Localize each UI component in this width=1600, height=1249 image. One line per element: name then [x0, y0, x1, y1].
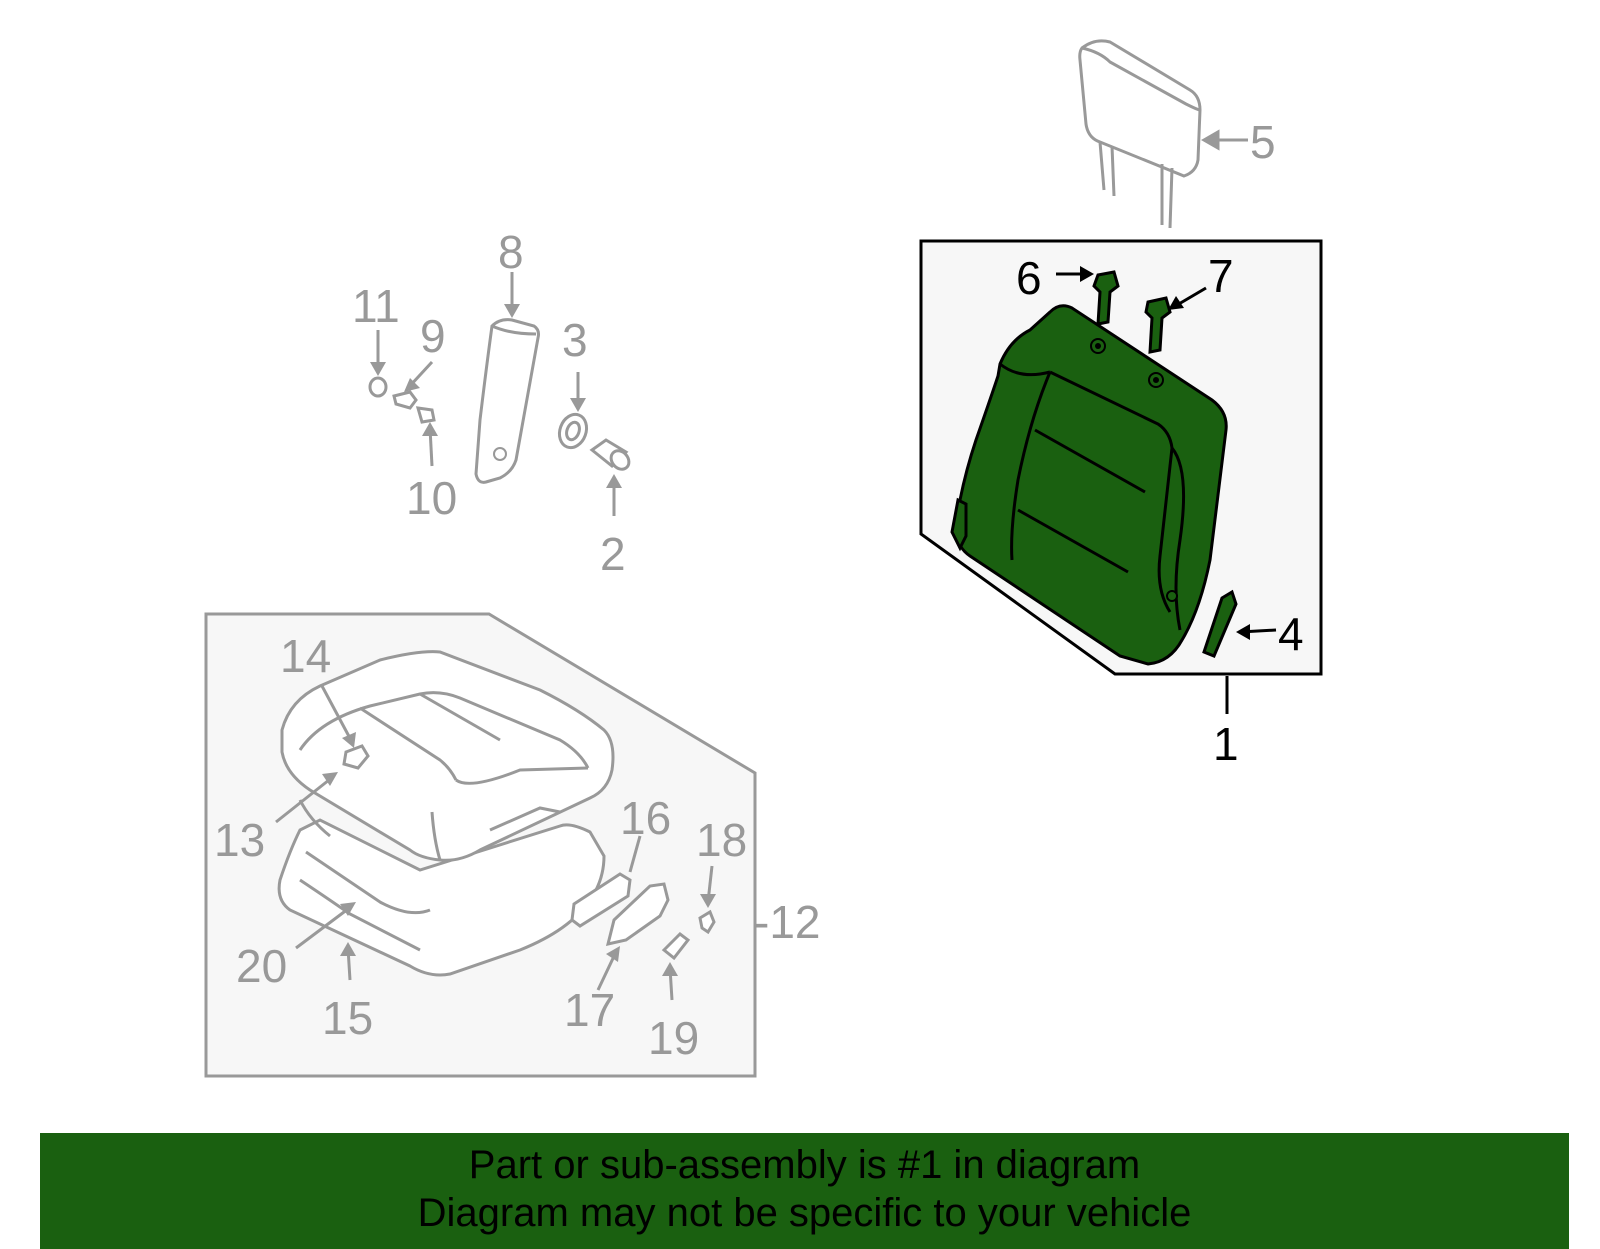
arrowhead	[1236, 624, 1250, 640]
arrowhead	[370, 362, 386, 376]
callout-arrow-14	[320, 685, 354, 743]
headrest-guide-7[interactable]	[1144, 296, 1172, 354]
bushing-2[interactable]	[589, 438, 633, 473]
arrowhead	[404, 378, 420, 392]
screw-9[interactable]	[392, 390, 418, 410]
arrowhead	[700, 894, 716, 908]
notice-banner: Part or sub-assembly is #1 in diagram Di…	[40, 1133, 1569, 1249]
washer-10[interactable]	[415, 406, 436, 424]
callout-2: 2	[600, 528, 626, 580]
arrowhead	[322, 772, 338, 786]
callout-10: 10	[406, 472, 457, 524]
arrowhead	[606, 474, 622, 488]
clip-18[interactable]	[698, 909, 716, 935]
seat-cushion-assembly[interactable]	[277, 650, 615, 977]
headrest[interactable]	[1078, 39, 1202, 229]
arrowhead	[606, 946, 620, 962]
callout-14: 14	[280, 630, 331, 682]
callout-5: 5	[1250, 116, 1276, 168]
callout-4: 4	[1278, 608, 1304, 660]
arrowhead	[340, 942, 356, 956]
arrowhead	[340, 902, 356, 916]
armrest[interactable]	[474, 318, 540, 484]
callout-1: 1	[1213, 718, 1239, 770]
clip-13-14[interactable]	[342, 744, 370, 770]
arrowhead	[1080, 266, 1094, 282]
arrowhead	[342, 732, 356, 748]
callout-9: 9	[420, 310, 446, 362]
callout-12: -12	[754, 896, 820, 948]
arrowhead	[1168, 296, 1184, 310]
callout-8: 8	[498, 226, 524, 278]
callout-arrow-20	[295, 904, 353, 950]
banner-line-1: Part or sub-assembly is #1 in diagram	[468, 1143, 1141, 1187]
clip-19[interactable]	[661, 932, 691, 961]
callout-3: 3	[562, 314, 588, 366]
cover-16[interactable]	[570, 872, 632, 928]
ring-3[interactable]	[555, 411, 591, 452]
callout-20: 20	[236, 940, 287, 992]
trim-cover-4[interactable]	[1202, 589, 1238, 658]
banner-line-2: Diagram may not be specific to your vehi…	[417, 1191, 1192, 1235]
callout-6: 6	[1016, 252, 1042, 304]
arrowhead	[662, 962, 678, 976]
callout-19: 19	[648, 1012, 699, 1064]
arrowhead	[422, 422, 438, 436]
callout-16: 16	[620, 792, 671, 844]
bolt-11[interactable]	[368, 376, 388, 398]
seat-back-assembly[interactable]	[950, 304, 1228, 666]
callout-arrow-16	[628, 835, 642, 873]
callout-15: 15	[322, 992, 373, 1044]
headrest-guide-6[interactable]	[1092, 270, 1120, 326]
callout-13: 13	[214, 814, 265, 866]
cover-17[interactable]	[605, 882, 670, 946]
callout-arrow-13	[275, 774, 335, 824]
callout-11: 11	[352, 280, 400, 332]
arrowhead	[1200, 129, 1220, 151]
arrowhead	[504, 304, 520, 318]
callout-18: 18	[696, 814, 747, 866]
arrowhead	[570, 398, 586, 412]
callout-17: 17	[564, 984, 615, 1036]
callout-7: 7	[1208, 250, 1234, 302]
